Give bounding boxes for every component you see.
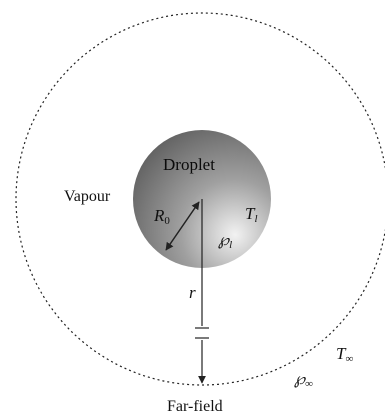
- pressure-subscript: l: [229, 239, 233, 251]
- far-pressure-subscript: ∞: [305, 378, 313, 390]
- radius-arrow: [165, 201, 200, 251]
- temperature-symbol: T: [245, 204, 255, 223]
- temperature-subscript: l: [254, 213, 258, 225]
- radial-coordinate-label: r: [189, 283, 196, 302]
- radius-symbol: R: [154, 206, 165, 225]
- far-field-boundary: [15, 12, 385, 386]
- far-field-label: Far-field: [167, 398, 223, 415]
- radius-subscript: 0: [164, 215, 170, 227]
- far-field-pressure-label: ℘∞: [294, 372, 313, 390]
- radius-label: R0: [154, 207, 170, 227]
- far-pressure-symbol: ℘: [294, 371, 306, 388]
- vapour-label: Vapour: [64, 188, 111, 205]
- far-temperature-symbol: T: [336, 344, 346, 363]
- droplet-pressure-label: ℘l: [218, 233, 232, 251]
- far-field-temperature-label: T∞: [336, 345, 353, 365]
- far-temperature-subscript: ∞: [345, 353, 354, 365]
- pressure-symbol: ℘: [218, 232, 230, 249]
- droplet-label: Droplet: [163, 155, 215, 174]
- droplet-temperature-label: Tl: [245, 205, 258, 225]
